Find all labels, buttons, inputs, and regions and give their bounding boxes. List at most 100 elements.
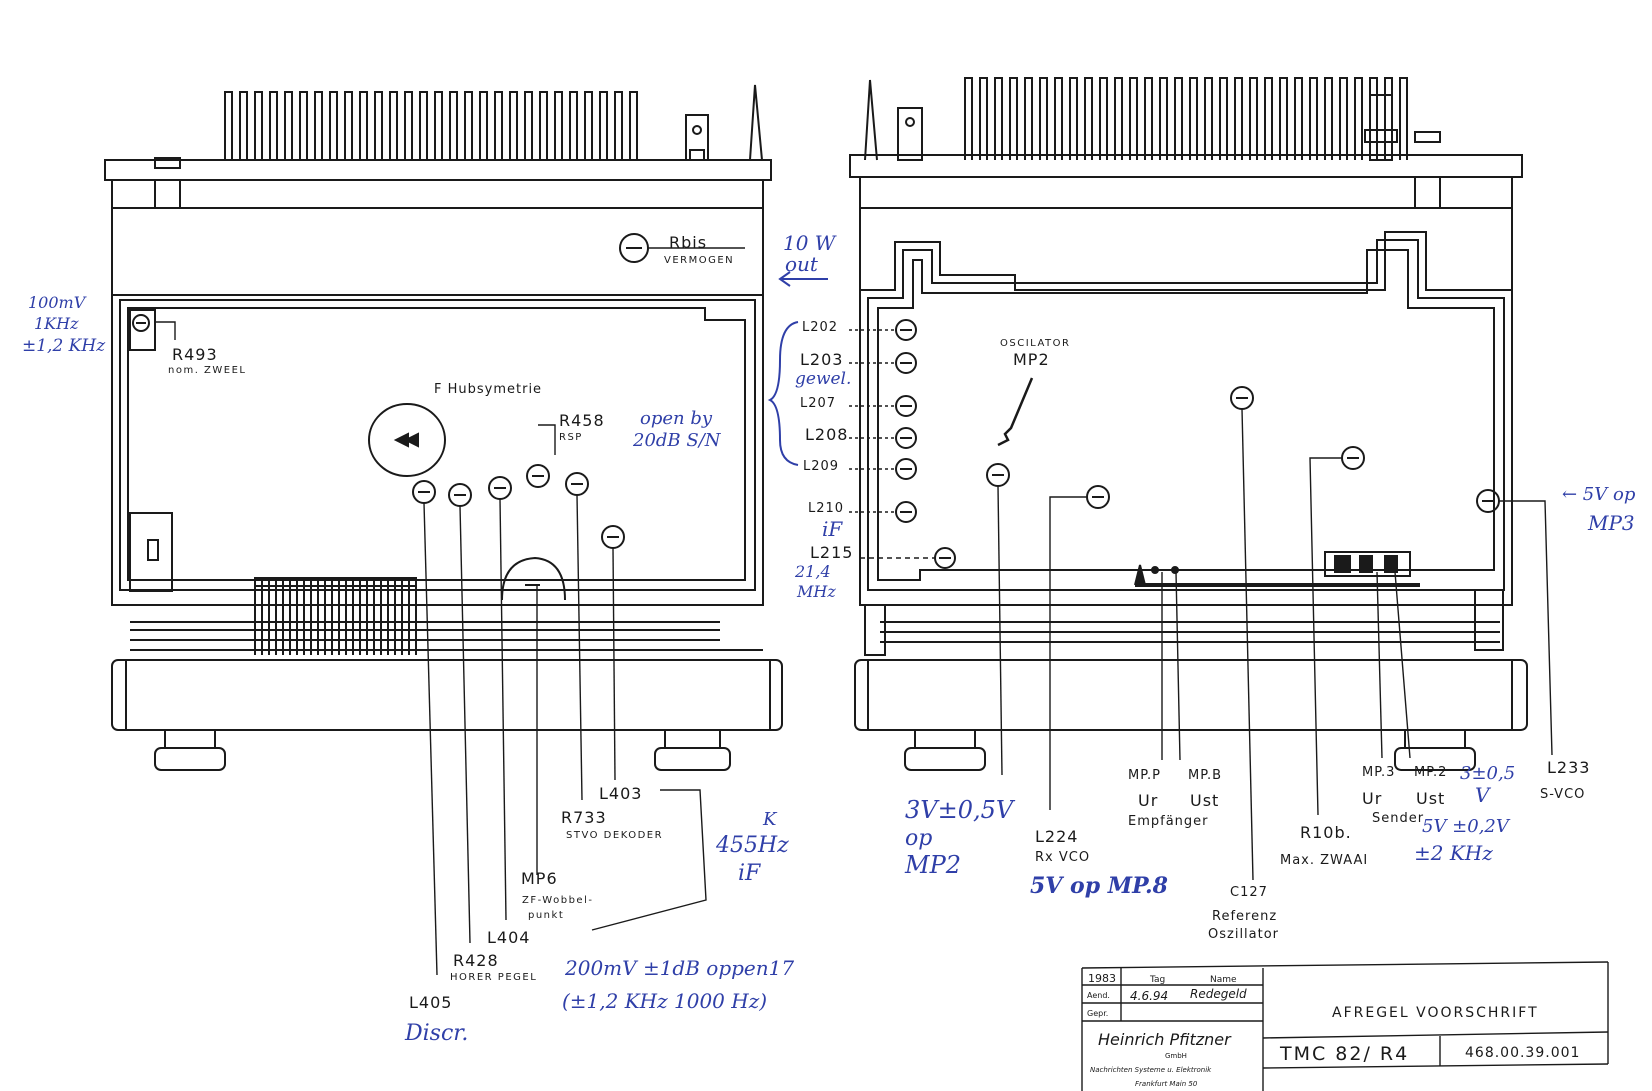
title-block: 1983 Tag Name Aend. Gepr. 4.6.94 Redegel… — [1081, 961, 1609, 1091]
l224-sub: Rx VCO — [1035, 850, 1090, 865]
mp6-sub2: punkt — [528, 910, 564, 921]
left-handwritten-notes: 10 W out 100mV 1KHz ±1,2 KHz open by 20d… — [22, 231, 837, 1046]
tb-company: Heinrich Pfitzner — [1098, 1030, 1232, 1049]
l207-label: L207 — [800, 396, 836, 411]
note-200mv-sub: (±1,2 KHz 1000 Hz) — [562, 989, 767, 1013]
note-100mv: 100mV — [28, 293, 87, 312]
l210-label: L210 — [808, 501, 844, 516]
vermogen-label: VERMOGEN — [664, 255, 734, 266]
r106-label: R10b. — [1300, 823, 1352, 842]
c127-sub1: Referenz — [1212, 909, 1277, 924]
l209-label: L209 — [803, 459, 839, 474]
mp2b-label: MP.2 — [1414, 765, 1447, 780]
r106-sub: Max. ZWAAI — [1280, 853, 1368, 868]
tb-col-tag: Tag — [1149, 975, 1165, 985]
r458-label: R458 — [559, 411, 605, 430]
mpp-label: MP.P — [1128, 768, 1161, 783]
tb-name: Redegeld — [1190, 987, 1247, 1001]
note-op: op — [905, 826, 932, 851]
right-unit-drawing: L202 L203 L207 L208 L209 L210 L215 OSCIL… — [767, 77, 1636, 942]
left-labels: Rbis VERMOGEN R493 nom. ZWEEL F Hubsymet… — [168, 233, 734, 1012]
l202-label: L202 — [802, 320, 838, 335]
note-mhz: MHz — [796, 582, 836, 601]
r733-sub: STVO DEKODER — [566, 830, 663, 841]
mpb-label: MP.B — [1188, 768, 1222, 783]
note-3v-05: 3±0,5 — [1460, 763, 1515, 784]
note-open-by: open by — [640, 408, 713, 429]
left-leaders — [155, 247, 745, 976]
note-1khz: 1KHz — [34, 314, 79, 333]
r733-label: R733 — [561, 808, 607, 827]
tb-row-gepr: Gepr. — [1087, 1009, 1108, 1018]
note-10w: 10 W — [783, 231, 837, 255]
tb-row-aend: Aend. — [1087, 991, 1110, 1000]
mp3-label: MP.3 — [1362, 765, 1395, 780]
hubsymetrie-label: F Hubsymetrie — [434, 382, 542, 397]
rbis-label: Rbis — [669, 233, 707, 252]
l404-label: L404 — [487, 928, 530, 947]
note-k: K — [762, 809, 778, 830]
tb-year: 1983 — [1088, 972, 1116, 985]
r428-sub: HORER PEGEL — [450, 972, 537, 983]
l203-label: L203 — [800, 350, 843, 369]
right-chassis — [849, 154, 1528, 771]
l224-label: L224 — [1035, 827, 1078, 846]
tb-company-sub3: Frankfurt Main 50 — [1135, 1080, 1198, 1088]
right-labels: L202 L203 L207 L208 L209 L210 L215 OSCIL… — [800, 320, 1590, 942]
r493-sub: nom. ZWEEL — [168, 365, 247, 376]
left-trimmers — [132, 233, 649, 549]
l405-label: L405 — [409, 993, 452, 1012]
mp2b-sub: Ust — [1416, 789, 1445, 808]
note-200mv: 200mV ±1dB oppen17 — [564, 956, 794, 980]
note-5v-02: 5V ±0,2V — [1422, 816, 1511, 837]
r493-label: R493 — [172, 345, 218, 364]
mpb-sub: Ust — [1190, 791, 1219, 810]
r428-label: R428 — [453, 951, 499, 970]
right-heatsink — [864, 77, 1441, 161]
mp6-label: MP6 — [521, 869, 558, 888]
note-gewel: gewel. — [795, 369, 851, 389]
brace — [767, 321, 799, 466]
c127-sub2: Oszillator — [1208, 927, 1279, 942]
oscillator-label: OSCILATOR — [1000, 338, 1070, 349]
note-v: V — [1475, 783, 1492, 807]
mpp-sub: Ur — [1138, 791, 1158, 810]
note-out: out — [785, 252, 819, 276]
tb-company-sub1: GmbH — [1165, 1052, 1187, 1060]
empfanger-label: Empfänger — [1128, 814, 1209, 829]
l233-sub: S-VCO — [1540, 787, 1585, 802]
mp2-label: MP2 — [1013, 350, 1050, 369]
tb-company-sub2: Nachrichten Systeme u. Elektronik — [1090, 1066, 1212, 1074]
sender-label: Sender — [1372, 811, 1424, 826]
arrow-10w — [778, 271, 828, 287]
left-unit-drawing: Rbis VERMOGEN R493 nom. ZWEEL F Hubsymet… — [22, 84, 837, 1046]
l403-label: L403 — [599, 784, 642, 803]
left-heatsink — [154, 84, 763, 169]
tb-doc-number: 468.00.39.001 — [1465, 1045, 1580, 1061]
tb-model: TMC 82/ R4 — [1279, 1043, 1409, 1065]
note-if: iF — [738, 861, 761, 886]
note-20db: 20dB S/N — [632, 430, 722, 451]
note-2khz: ±2 KHz — [1414, 841, 1493, 865]
r458-sub: RSP — [559, 432, 583, 443]
right-leaders — [849, 329, 1553, 881]
note-discr: Discr. — [404, 1021, 468, 1046]
note-214: 21,4 — [794, 562, 831, 581]
tb-title: AFREGEL VOORSCHRIFT — [1332, 1005, 1539, 1021]
note-mp2: MP2 — [904, 851, 961, 879]
mp3-sub: Ur — [1362, 789, 1382, 808]
tb-col-name: Name — [1210, 975, 1237, 985]
note-3v: 3V±0,5V — [905, 796, 1016, 824]
l233-label: L233 — [1547, 758, 1590, 777]
note-5v-mp8: 5V op MP.8 — [1030, 873, 1168, 899]
note-if-right: iF — [822, 517, 843, 541]
l215-label: L215 — [810, 543, 853, 562]
right-trimmers — [895, 319, 1500, 569]
note-5v-op: ← 5V op — [1562, 484, 1636, 505]
note-455hz: 455Hz — [715, 833, 789, 858]
mp6-sub1: ZF-Wobbel- — [522, 895, 593, 906]
note-1-2khz: ±1,2 KHz — [22, 336, 106, 356]
l208-label: L208 — [805, 425, 848, 444]
c127-label: C127 — [1230, 885, 1268, 900]
